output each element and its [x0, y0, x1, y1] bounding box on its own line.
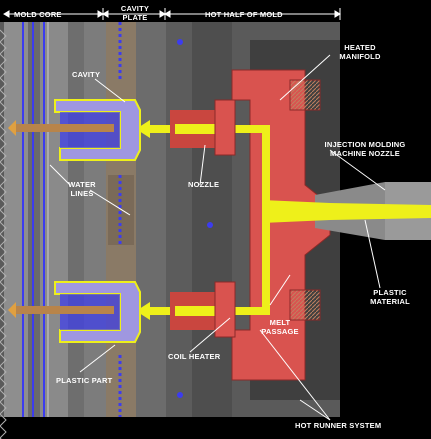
cavity-plate-label: CAVITY PLATE: [120, 4, 150, 22]
heated-manifold: [231, 69, 331, 381]
leader-lines: [49, 54, 386, 421]
plastic-part-label: PLASTIC PART: [56, 376, 113, 385]
water-lines-label: WATER LINES: [68, 180, 96, 198]
water-lines: [22, 22, 45, 417]
nozzle-label: NOZZLE: [188, 180, 220, 189]
mold-core-label: MOLD CORE: [14, 10, 62, 19]
hot-half-label: HOT HALF OF MOLD: [205, 10, 283, 19]
nozzles: [170, 99, 236, 338]
injection-nozzle-label: INJECTION MOLDING MACHINE NOZZLE: [324, 140, 406, 158]
ejector-pins: [8, 120, 114, 318]
hot-runner-system-label: HOT RUNNER SYSTEM: [295, 421, 382, 430]
heated-manifold-label: HEATED MANIFOLD: [339, 43, 381, 61]
coil-heater-label: COIL HEATER: [168, 352, 221, 361]
cavity-label: CAVITY: [72, 70, 101, 79]
header-dimension-line: [3, 8, 341, 20]
cavity-plate: [106, 22, 166, 417]
plastic-material-label: PLASTIC MATERIAL: [370, 288, 410, 306]
melt-passage-label: MELT PASSAGE: [261, 318, 299, 336]
